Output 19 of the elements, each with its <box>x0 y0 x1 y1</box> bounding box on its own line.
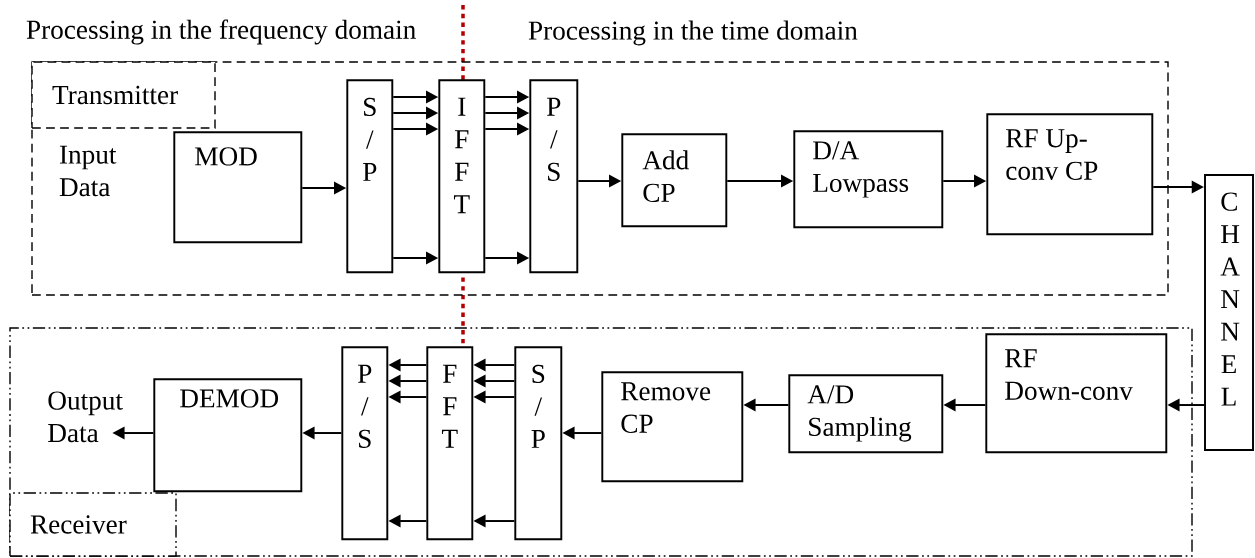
transform-box: F F T <box>426 346 474 541</box>
process-box: Add CP <box>621 133 728 228</box>
converter-box: S / P <box>346 79 394 274</box>
converter-box: S / P <box>514 346 563 541</box>
process-box: RF Down-conv <box>985 333 1168 454</box>
heading: Processing in the time domain <box>528 20 858 46</box>
process-box: DEMOD <box>153 378 303 493</box>
process-box: RF Up- conv CP <box>986 113 1154 236</box>
channel-box: C H A N N E L <box>1204 174 1254 451</box>
transform-box: I F F T <box>438 79 486 274</box>
heading: Processing in the frequency domain <box>26 19 416 45</box>
process-box: A/D Sampling <box>788 374 944 454</box>
converter-box: P / S <box>341 346 389 541</box>
input-label: Input Data <box>59 145 117 197</box>
output-label: Output Data <box>48 391 123 443</box>
converter-box: P / S <box>529 79 579 274</box>
process-box: Remove CP <box>601 371 744 483</box>
process-box: MOD <box>173 131 303 244</box>
process-box: D/A Lowpass <box>793 130 944 229</box>
